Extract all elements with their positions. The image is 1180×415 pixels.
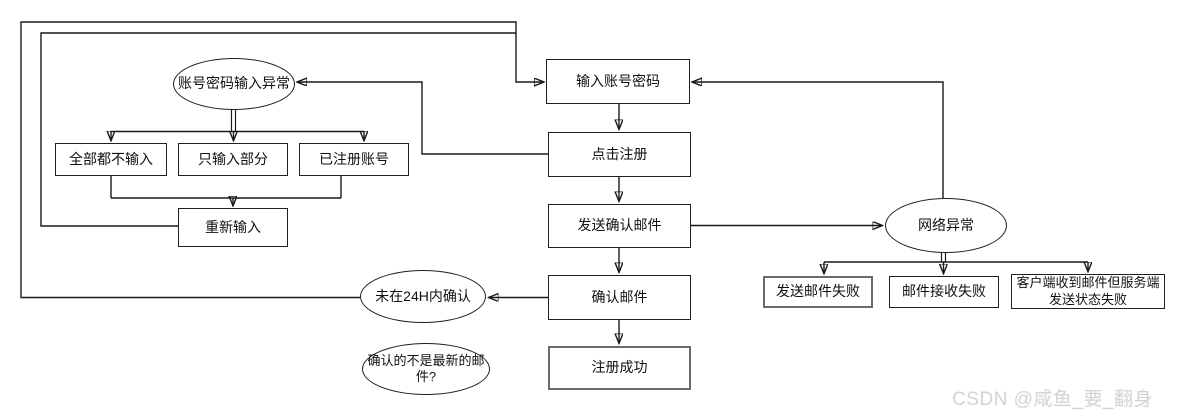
node-reinput: 重新输入 bbox=[178, 208, 288, 247]
edge-merge-to-reinput-rails bbox=[110, 176, 342, 199]
node-client-received-fail: 客户端收到邮件但服务端发送状态失败 bbox=[1011, 274, 1165, 309]
edge-click-register-to-account-error bbox=[297, 82, 548, 155]
node-click-register: 点击注册 bbox=[548, 132, 691, 177]
edge-network-error-stub-double-line bbox=[940, 252, 947, 262]
edge-reinput-loop bbox=[40, 32, 516, 227]
node-not-confirmed-24h: 未在24H内确认 bbox=[360, 270, 486, 323]
node-no-input: 全部都不输入 bbox=[55, 143, 167, 176]
node-send-fail: 发送邮件失败 bbox=[763, 276, 873, 308]
node-confirm-email: 确认邮件 bbox=[548, 275, 691, 320]
edge-24h-loop-to-enter-credentials bbox=[20, 21, 544, 299]
node-not-latest-mail: 确认的不是最新的邮件? bbox=[362, 343, 490, 395]
edge-network-error-to-enter-credentials bbox=[692, 82, 944, 198]
node-partial-input: 只输入部分 bbox=[178, 143, 288, 176]
node-enter-credentials: 输入账号密码 bbox=[546, 59, 690, 104]
node-account-error: 账号密码输入异常 bbox=[173, 58, 295, 110]
node-register-success: 注册成功 bbox=[548, 346, 691, 390]
node-registered: 已注册账号 bbox=[299, 143, 409, 176]
edge-account-error-stub-double-line bbox=[230, 109, 237, 132]
node-network-error: 网络异常 bbox=[885, 198, 1007, 253]
node-send-email: 发送确认邮件 bbox=[548, 204, 691, 248]
node-receive-fail: 邮件接收失败 bbox=[889, 276, 999, 308]
csdn-watermark: CSDN @咸鱼_要_翻身 bbox=[952, 389, 1154, 410]
